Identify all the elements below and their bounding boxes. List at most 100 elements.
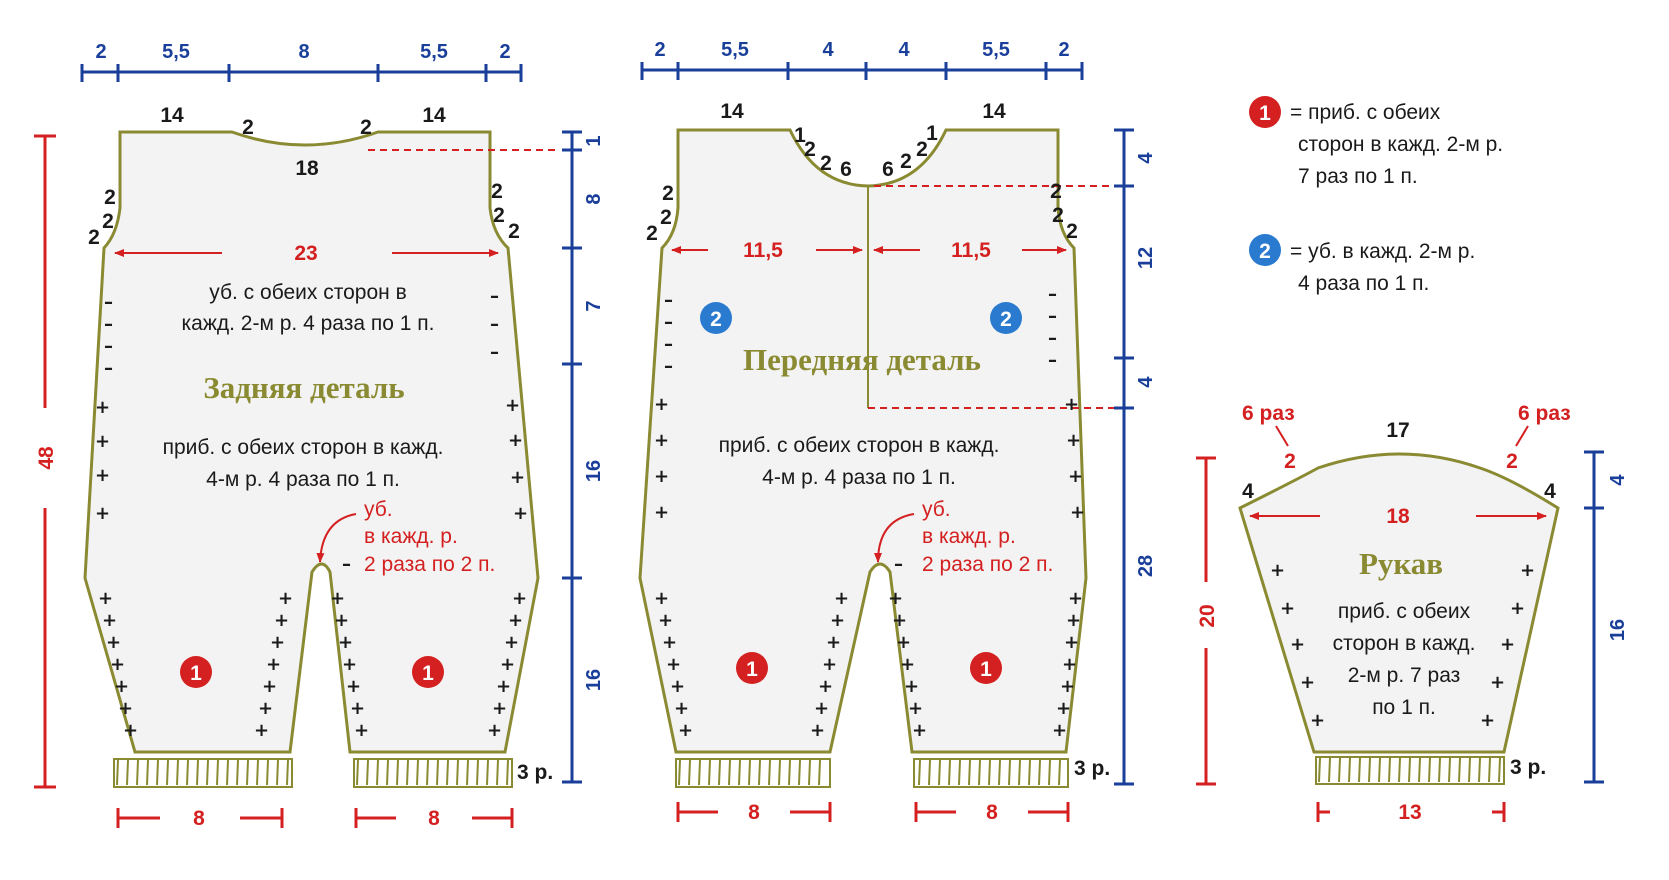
front-top-seg-3: 4 (822, 39, 834, 61)
svg-text:–: – (664, 312, 673, 333)
front-decrease-marks: –––– –––– – (664, 284, 1057, 575)
front-badge-right: 1 (970, 652, 1002, 684)
front-top-seg-2: 5,5 (721, 39, 749, 61)
svg-text:+: + (1066, 430, 1081, 451)
svg-text:+: + (1060, 676, 1075, 697)
back-armhole-left-1: 2 (104, 186, 116, 209)
svg-text:+: + (102, 610, 117, 631)
back-badge-left: 1 (180, 656, 212, 688)
svg-text:+: + (678, 720, 693, 741)
svg-text:+: + (278, 588, 293, 609)
svg-text:2: 2 (1000, 308, 1012, 331)
back-right-seg-5: 16 (583, 669, 605, 691)
front-right-seg-4: 28 (1135, 555, 1157, 577)
svg-text:+: + (658, 610, 673, 631)
svg-text:+: + (892, 610, 907, 631)
front-piece: 2 5,5 4 4 5,5 2 14 14 1 2 2 6 6 2 2 1 2 … (638, 39, 1157, 824)
svg-text:–: – (490, 342, 499, 363)
svg-text:+: + (508, 430, 523, 451)
svg-text:+: + (274, 610, 289, 631)
svg-text:2: 2 (1259, 240, 1271, 263)
svg-text:+: + (654, 394, 669, 415)
svg-text:+: + (818, 676, 833, 697)
front-half-width-right: 11,5 (951, 239, 991, 262)
front-top-seg-4: 4 (898, 39, 910, 61)
svg-text:–: – (342, 554, 351, 575)
front-cuff-measure-right: 8 (914, 801, 1070, 824)
svg-text:+: + (114, 676, 129, 697)
back-neck-width: 18 (295, 157, 319, 180)
svg-text:+: + (492, 698, 507, 719)
sleeve-right-measure: 4 16 (1584, 450, 1629, 784)
back-decrease-marks: –––– ––– – (104, 286, 499, 575)
svg-text:+: + (354, 720, 369, 741)
svg-text:1: 1 (422, 662, 434, 685)
back-cuff-width-right: 8 (428, 807, 440, 830)
front-armhole-right-2: 2 (1052, 204, 1064, 227)
svg-text:+: + (1070, 502, 1085, 523)
front-top-seg-6: 2 (1058, 39, 1069, 61)
svg-text:–: – (664, 356, 673, 377)
legend-item1-line-3: 7 раз по 1 п. (1298, 165, 1418, 188)
front-half-width-left: 11,5 (743, 239, 783, 262)
front-top-measure: 2 5,5 4 4 5,5 2 (640, 39, 1084, 80)
sleeve-cuff-measure: 13 (1316, 801, 1506, 824)
svg-text:+: + (1290, 634, 1305, 655)
svg-text:–: – (104, 336, 113, 357)
back-right-seg-1: 1 (583, 135, 605, 146)
back-decrease-line-1: уб. с обеих сторон в (209, 281, 407, 304)
svg-text:+: + (110, 654, 125, 675)
front-armhole-left-2: 2 (660, 206, 672, 229)
front-increase-marks: ++++ ++++ +++++++ +++++++ +++++++ ++++++… (654, 394, 1085, 741)
svg-text:+: + (118, 698, 133, 719)
svg-text:+: + (496, 676, 511, 697)
front-piece-outline (638, 128, 1088, 754)
sleeve-left-measure: 20 (1196, 456, 1219, 786)
svg-text:+: + (666, 654, 681, 675)
back-increase-line-2: 4-м р. 4 раза по 1 п. (206, 468, 400, 491)
back-cuff-measure-left: 8 (116, 807, 284, 830)
svg-text:+: + (896, 632, 911, 653)
legend-item1-line-1: = приб. с обеих (1290, 101, 1441, 124)
back-armhole-right-2: 2 (493, 204, 505, 227)
back-cuff-left (113, 758, 293, 788)
back-armhole-left-2: 2 (102, 210, 114, 233)
front-crotch-line-3: 2 раза по 2 п. (922, 553, 1053, 576)
front-neck-left-1: 1 (794, 124, 806, 147)
sleeve-increase-line-3: 2-м р. 7 раз (1348, 664, 1461, 687)
back-increase-line-1: приб. с обеих сторон в кажд. (163, 436, 444, 459)
front-badge-left: 1 (736, 652, 768, 684)
svg-text:–: – (1048, 350, 1057, 371)
front-cuff-measure-left: 8 (676, 801, 832, 824)
svg-text:+: + (338, 632, 353, 653)
front-cuff-left (675, 758, 831, 788)
back-right-seg-4: 16 (583, 460, 605, 482)
back-badge-right: 1 (412, 656, 444, 688)
svg-text:+: + (908, 698, 923, 719)
back-total-height: 48 (35, 446, 58, 470)
back-crotch-line-3: 2 раза по 2 п. (364, 553, 495, 576)
svg-text:+: + (342, 654, 357, 675)
back-shoulder-left: 14 (160, 104, 184, 127)
svg-text:+: + (500, 654, 515, 675)
back-decrease-line-2: кажд. 2-м р. 4 раза по 1 п. (182, 312, 435, 335)
front-right-seg-2: 12 (1135, 247, 1157, 269)
sleeve-cap-left-step: 2 (1284, 450, 1296, 473)
back-crotch-line-2: в кажд. р. (364, 525, 458, 548)
sleeve-increase-line-1: приб. с обеих (1338, 600, 1471, 623)
legend-badge-2: 2 (1249, 234, 1281, 266)
svg-text:+: + (1480, 710, 1495, 731)
sleeve-piece: 17 6 раз 6 раз 2 2 4 4 18 Рукав приб. с … (1196, 402, 1629, 824)
back-top-seg-1: 2 (95, 41, 106, 63)
sleeve-cap-right-side: 4 (1544, 480, 1556, 503)
legend-badge-1: 1 (1249, 96, 1281, 128)
svg-text:+: + (662, 632, 677, 653)
svg-text:+: + (334, 610, 349, 631)
back-piece: 2 5,5 8 5,5 2 14 14 2 2 18 2 2 2 2 2 2 2… (34, 41, 605, 830)
svg-text:1: 1 (1259, 102, 1271, 125)
svg-text:+: + (330, 588, 345, 609)
back-top-seg-2: 5,5 (162, 41, 190, 63)
svg-text:+: + (900, 654, 915, 675)
svg-text:–: – (104, 314, 113, 335)
back-right-seg-2: 8 (583, 193, 605, 204)
